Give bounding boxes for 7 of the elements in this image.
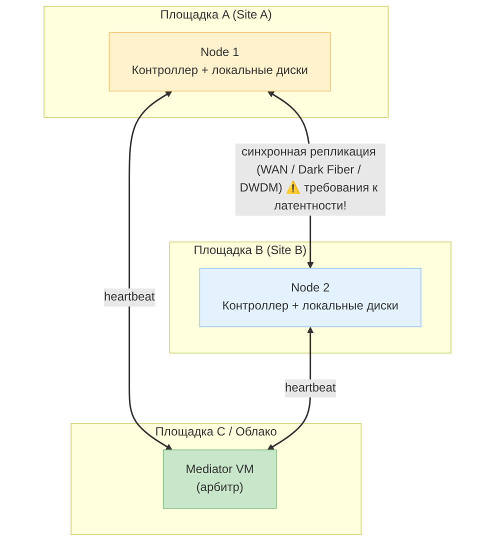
edge-label: heartbeat xyxy=(284,382,336,394)
edge-label: синхронная репликация (WAN / Dark Fiber / DWDM) ⚠ требования к латентности! xyxy=(240,146,378,213)
node-box: Node 2 Контроллер + локальные диски xyxy=(199,268,422,328)
edge-label: heartbeat xyxy=(104,290,155,304)
node-box: Mediator VM (арбитр) xyxy=(162,450,277,509)
arrow xyxy=(128,90,172,450)
node-box: Node 1 Контроллер + локальные диски xyxy=(108,32,331,92)
